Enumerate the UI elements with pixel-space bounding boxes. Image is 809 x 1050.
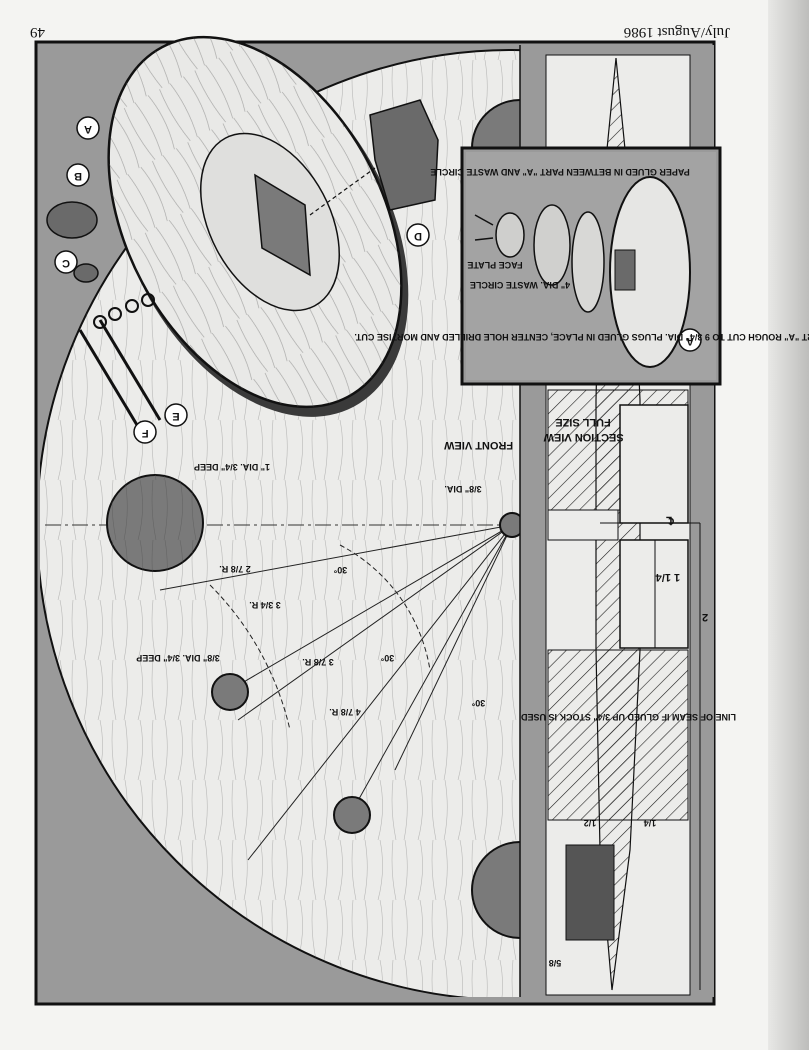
- angle-dim-3: 30°: [471, 698, 485, 708]
- radius-3-dim: 3 7/8 R.: [302, 657, 334, 667]
- inset-part-label-a: A: [686, 335, 694, 347]
- book-spine-shadow: [768, 0, 809, 1050]
- dimension-labels: FRONT VIEW SECTION VIEW FULL SIZE 3/8" D…: [136, 167, 809, 968]
- center-hole: [499, 512, 520, 538]
- full-size-label: FULL SIZE: [555, 416, 610, 428]
- section-view-label: SECTION VIEW: [543, 431, 624, 443]
- plug-hole-small-2: [333, 796, 371, 834]
- small-hole-dim: 3/8" DIA. 3/4" DEEP: [136, 653, 220, 663]
- angle-dim-1: 30°: [333, 565, 347, 575]
- radius-1-dim: 2 7/8 R.: [219, 564, 251, 574]
- angle-dim-2: 30°: [380, 653, 394, 663]
- inset-note-waste-circle: 4" DIA. WASTE CIRCLE: [470, 280, 570, 290]
- part-label-c: C: [62, 257, 70, 269]
- center-line-mark: ℄: [665, 514, 674, 526]
- part-callouts: A B C D E F A: [54, 116, 702, 444]
- inset-note-rough-cut: PART "A" ROUGH CUT TO 9 3/4" DIA. PLUGS …: [354, 332, 809, 342]
- plug-hole-small: [211, 673, 249, 711]
- center-hole-dim: 3/8" DIA.: [444, 484, 481, 494]
- disk-illustration: [46, 35, 439, 431]
- part-label-b: B: [74, 170, 82, 182]
- part-label-f: F: [142, 427, 149, 439]
- inset-note-paper: PAPER GLUED IN BETWEEN PART "A" AND WAST…: [430, 167, 689, 177]
- radius-4-dim: 4 7/8 R.: [329, 707, 361, 717]
- part-label-a: A: [84, 123, 92, 135]
- width-dim-114: 1 1/4: [655, 571, 680, 583]
- thickness-dim-five-eighths: 5/8: [549, 958, 562, 968]
- large-hole-dim: 1" DIA. 3/4" DEEP: [194, 462, 270, 472]
- thickness-dim-half: 1/2: [584, 818, 597, 828]
- inset-note-face-plate: FACE PLATE: [467, 260, 522, 270]
- front-view-label: FRONT VIEW: [443, 439, 513, 451]
- part-label-e: E: [172, 410, 179, 422]
- exploded-view-inset: [460, 146, 722, 386]
- part-label-d: D: [414, 230, 422, 242]
- thickness-dim-quarter: 1/4: [644, 818, 657, 828]
- seam-note: LINE OF SEAM IF GLUED UP 3/4" STOCK IS U…: [521, 712, 736, 722]
- width-dim-2: 2: [702, 611, 708, 623]
- radius-2-dim: 3 3/4 R.: [249, 600, 281, 610]
